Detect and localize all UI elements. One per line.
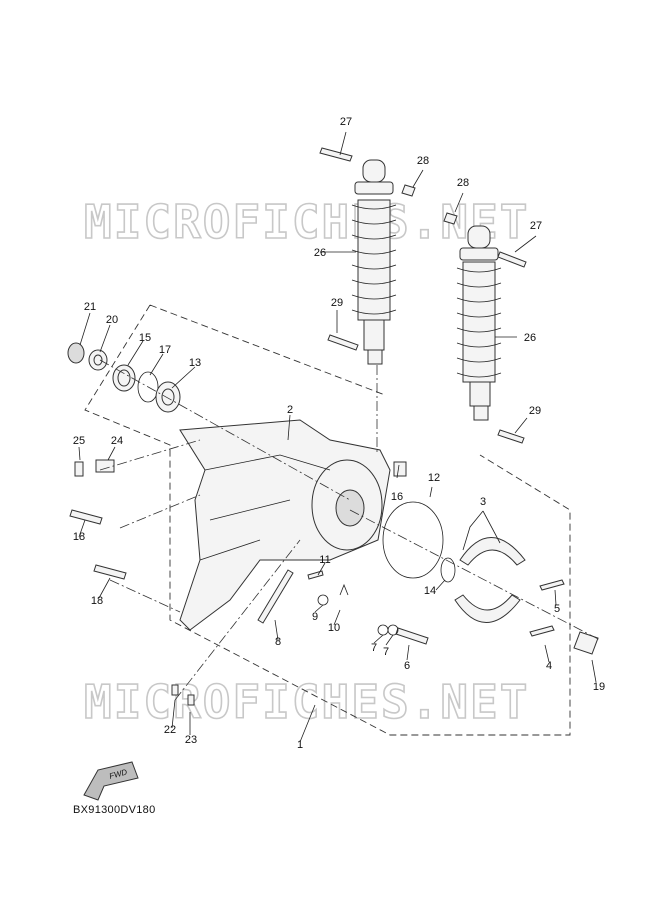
callout-17: 17 (159, 344, 171, 356)
brake-parts (382, 501, 599, 655)
callout-3: 3 (480, 496, 486, 508)
callout-11: 11 (319, 554, 330, 566)
diagram-code: BX91300DV180 (73, 804, 156, 816)
callout-18: 18 (91, 595, 103, 607)
callout-27: 27 (340, 116, 352, 128)
callout-6: 6 (404, 660, 410, 672)
callout-27: 27 (530, 220, 542, 232)
callout-19: 19 (593, 681, 605, 693)
small-parts-bottom (171, 569, 429, 706)
callout-26: 26 (314, 247, 326, 259)
assembly-axis-lines (99, 359, 601, 701)
assembly-boundary (84, 304, 571, 736)
watermark-bottom: MICROFICHES.NET (84, 675, 529, 729)
callout-4: 4 (546, 660, 552, 672)
callout-22: 22 (164, 724, 176, 736)
callout-16: 16 (391, 491, 403, 503)
callout-5: 5 (554, 603, 560, 615)
small-parts-left (69, 459, 407, 580)
callout-2: 2 (287, 404, 293, 416)
callout-25: 25 (73, 435, 85, 447)
callout-15: 15 (139, 332, 151, 344)
callout-29: 29 (529, 405, 541, 417)
callout-26: 26 (524, 332, 536, 344)
callout-24: 24 (111, 435, 123, 447)
callout-10: 10 (328, 622, 340, 634)
leader-lines (78, 131, 597, 743)
callout-18: 18 (73, 531, 85, 543)
callout-14: 14 (424, 585, 436, 597)
swing-arm-body (179, 419, 391, 631)
shock-absorber-left (351, 159, 397, 365)
callout-28: 28 (457, 177, 469, 189)
callout-8: 8 (275, 636, 281, 648)
bearings-left (67, 342, 181, 413)
callout-20: 20 (106, 314, 118, 326)
callout-9: 9 (312, 611, 318, 623)
callout-7: 7 (371, 642, 377, 654)
bolts-shock-mount (319, 147, 527, 444)
callout-28: 28 (417, 155, 429, 167)
fwd-arrow-icon: FWD (83, 761, 139, 801)
callout-29: 29 (331, 297, 343, 309)
callout-23: 23 (185, 734, 197, 746)
watermark-top: MICROFICHES.NET (84, 195, 529, 249)
callout-1: 1 (297, 739, 303, 751)
callout-7: 7 (383, 646, 389, 658)
callout-12: 12 (428, 472, 440, 484)
callout-21: 21 (84, 301, 96, 313)
callout-13: 13 (189, 357, 201, 369)
shock-absorber-right (456, 225, 502, 421)
